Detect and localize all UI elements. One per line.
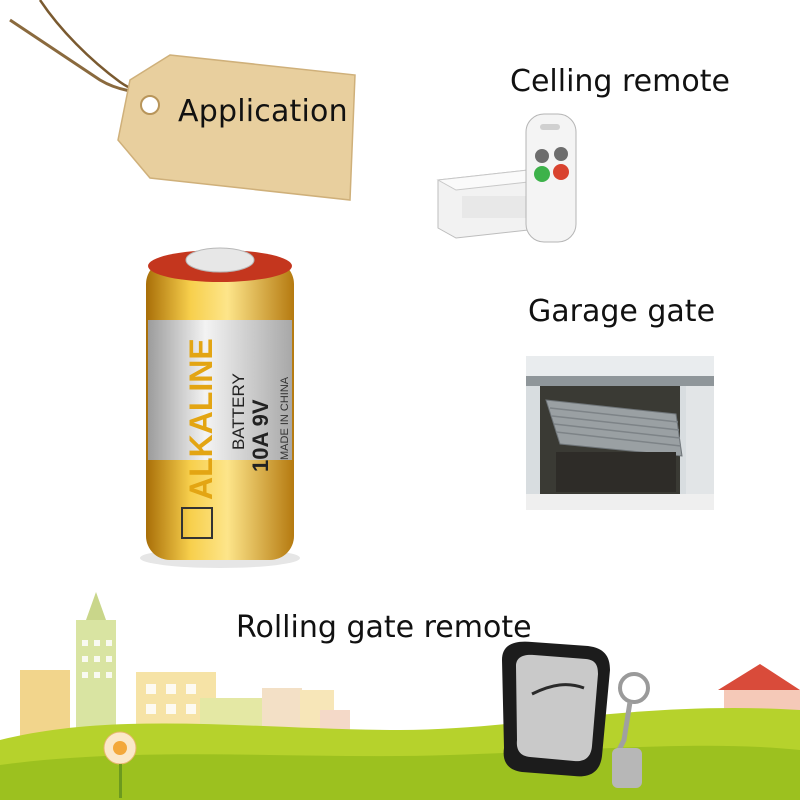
ceiling-remote-image bbox=[436, 113, 577, 243]
battery-origin: MADE IN CHINA bbox=[279, 376, 291, 460]
rolling-gate-remote-heading: Rolling gate remote bbox=[236, 610, 532, 645]
alkaline-battery-image: ALKALINE BATTERY 10A 9V MADE IN CHINA bbox=[140, 247, 300, 568]
recycle-icon bbox=[181, 507, 213, 539]
application-tag bbox=[9, 0, 356, 201]
tag-label: Application bbox=[178, 94, 348, 129]
garage-gate-heading: Garage gate bbox=[528, 294, 716, 329]
rolling-gate-remote-image bbox=[502, 641, 650, 788]
battery-type: BATTERY bbox=[229, 373, 248, 450]
city-grass-illustration bbox=[0, 592, 800, 800]
ceiling-remote-heading: Celling remote bbox=[510, 64, 730, 99]
battery-model: 10A 9V bbox=[248, 399, 273, 472]
battery-brand: ALKALINE bbox=[183, 338, 219, 500]
garage-gate-image bbox=[526, 356, 714, 510]
